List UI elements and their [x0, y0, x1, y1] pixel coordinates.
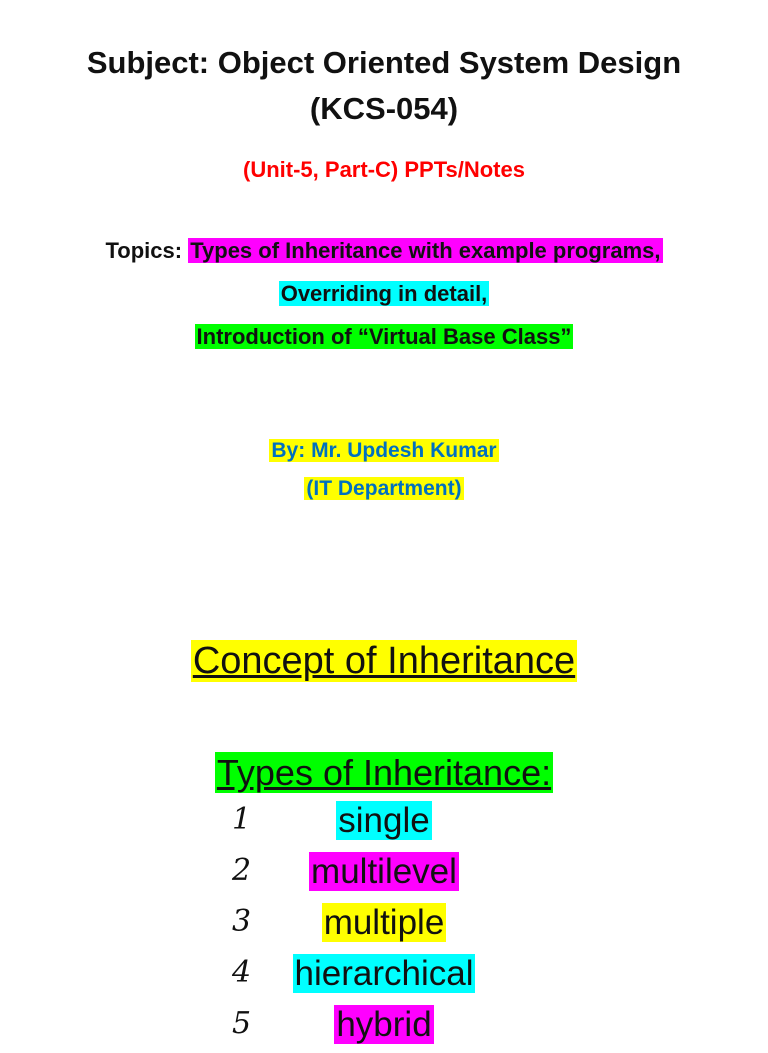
topic-item-overriding: Overriding in detail, [278, 281, 490, 306]
type-hierarchical: hierarchical [292, 954, 476, 993]
concept-heading: Concept of Inheritance [190, 640, 578, 682]
unit-subtitle: (Unit-5, Part-C) PPTs/Notes [243, 157, 525, 182]
list-item: 3 multiple [0, 900, 768, 951]
list-item: 5 hybrid [0, 1002, 768, 1053]
topic-item-virtual-base: Introduction of “Virtual Base Class” [194, 324, 574, 349]
subject-line-1: Subject: Object Oriented System Design [86, 45, 682, 80]
types-heading-wrap: Types of Inheritance: [0, 752, 768, 794]
list-number: 2 [232, 853, 252, 888]
author-department: (IT Department) [304, 477, 464, 500]
subject-line-2: (KCS-054) [309, 91, 459, 126]
type-multilevel: multilevel [309, 852, 459, 891]
type-multiple: multiple [321, 903, 447, 942]
author-block: By: Mr. Updesh Kumar (IT Department) [0, 432, 768, 508]
list-number: 3 [232, 904, 252, 939]
types-heading: Types of Inheritance: [214, 752, 554, 793]
type-hybrid: hybrid [334, 1005, 434, 1044]
topics-line-1: Topics: Types of Inheritance with exampl… [0, 229, 768, 272]
list-number: 1 [232, 802, 252, 837]
topics-label: Topics: [105, 238, 183, 263]
topics-line-3: Introduction of “Virtual Base Class” [0, 315, 768, 358]
subject-title: Subject: Object Oriented System Design (… [0, 40, 768, 132]
list-item: 1 single [0, 798, 768, 849]
concept-heading-wrap: Concept of Inheritance [0, 640, 768, 683]
notes-page: Subject: Object Oriented System Design (… [0, 40, 768, 1044]
topic-item-inheritance: Types of Inheritance with example progra… [188, 238, 663, 263]
list-item: 2 multilevel [0, 849, 768, 900]
topics-line-2: Overriding in detail, [0, 272, 768, 315]
topics-block: Topics: Types of Inheritance with exampl… [0, 229, 768, 358]
list-item: 4 hierarchical [0, 951, 768, 1002]
author-name: By: Mr. Updesh Kumar [269, 439, 499, 462]
type-single: single [336, 801, 432, 840]
list-number: 4 [232, 955, 252, 990]
types-list: 1 single 2 multilevel 3 multiple 4 hiera… [0, 798, 768, 1053]
